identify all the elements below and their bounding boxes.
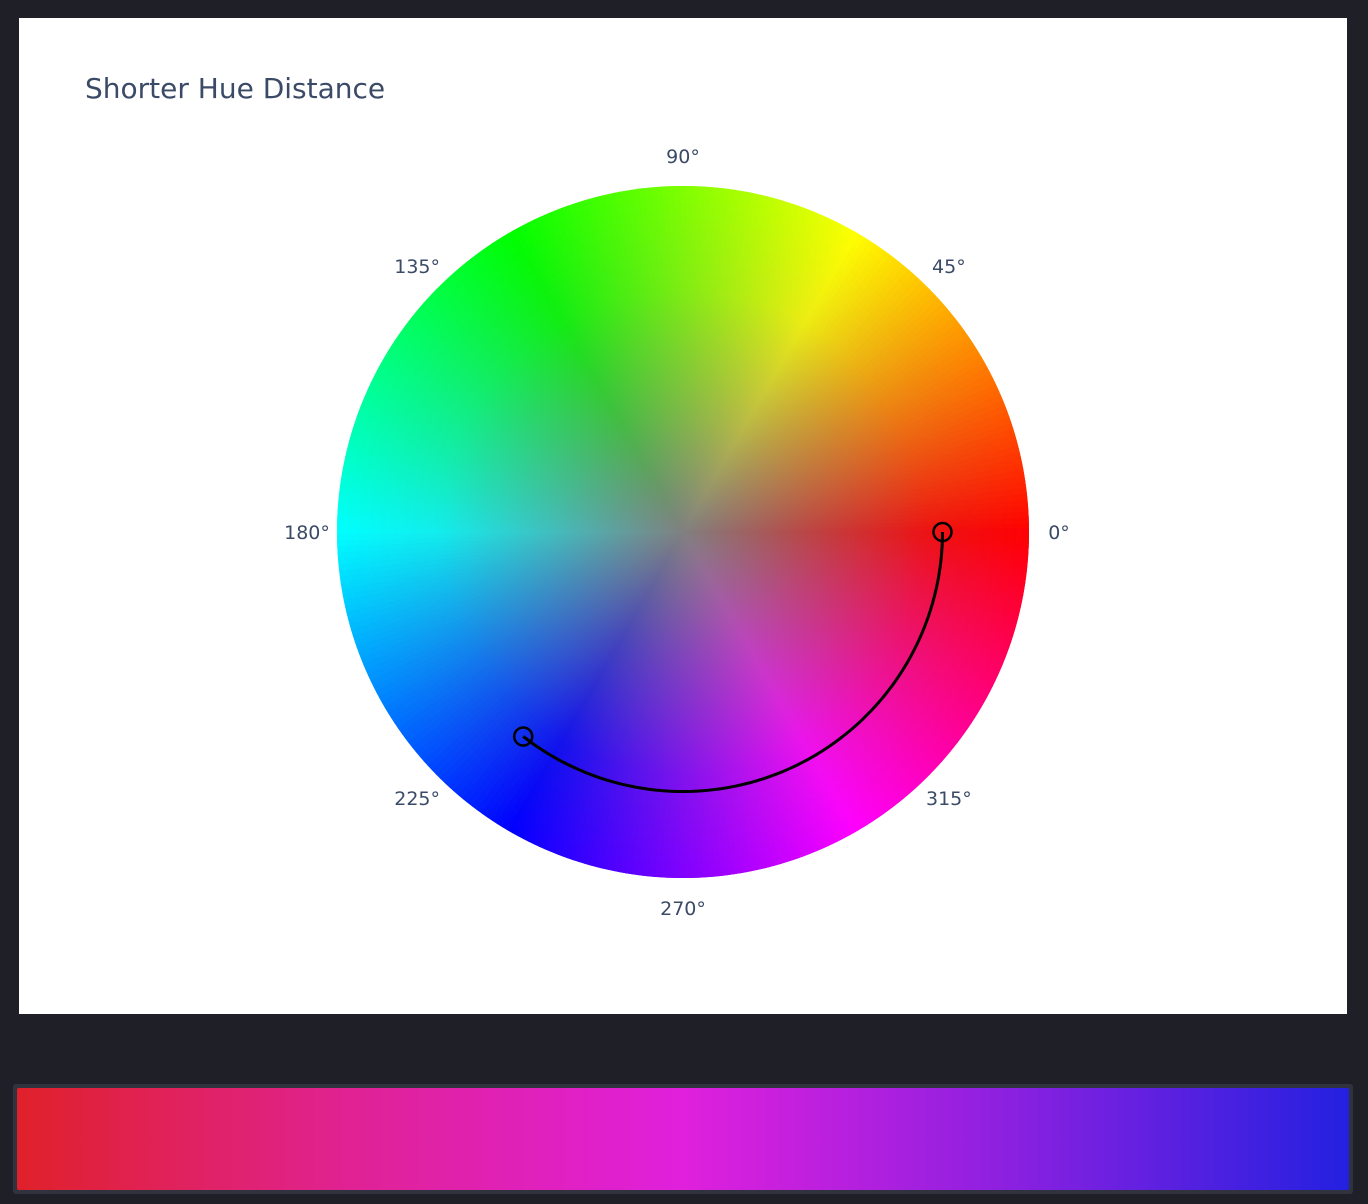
- tick-label-45: 45°: [932, 256, 966, 278]
- start-point-marker: [932, 521, 953, 543]
- tick-label-135: 135°: [394, 256, 440, 278]
- tick-label-315: 315°: [926, 788, 972, 810]
- color-wheel-chart: 0° 45° 90° 135° 180° 225° 270° 315°: [284, 146, 1070, 920]
- tick-label-0: 0°: [1048, 522, 1070, 544]
- saturation-overlay: [337, 186, 1029, 878]
- hue-path-line: [522, 531, 944, 793]
- tick-label-90: 90°: [666, 146, 700, 168]
- tick-label-270: 270°: [660, 898, 706, 920]
- chart-card: 0° 45° 90° 135° 180° 225° 270° 315° Shorter Hue…: [19, 18, 1347, 1014]
- gradient-preview-frame: [13, 1084, 1353, 1194]
- gradient-preview-bar: [17, 1088, 1349, 1190]
- tick-label-180: 180°: [284, 522, 330, 544]
- chart-title: Shorter Hue Distance: [85, 72, 386, 105]
- end-point-marker: [512, 726, 534, 747]
- angular-tick-labels: 0° 45° 90° 135° 180° 225° 270° 315°: [284, 146, 1070, 920]
- tick-label-225: 225°: [394, 788, 440, 810]
